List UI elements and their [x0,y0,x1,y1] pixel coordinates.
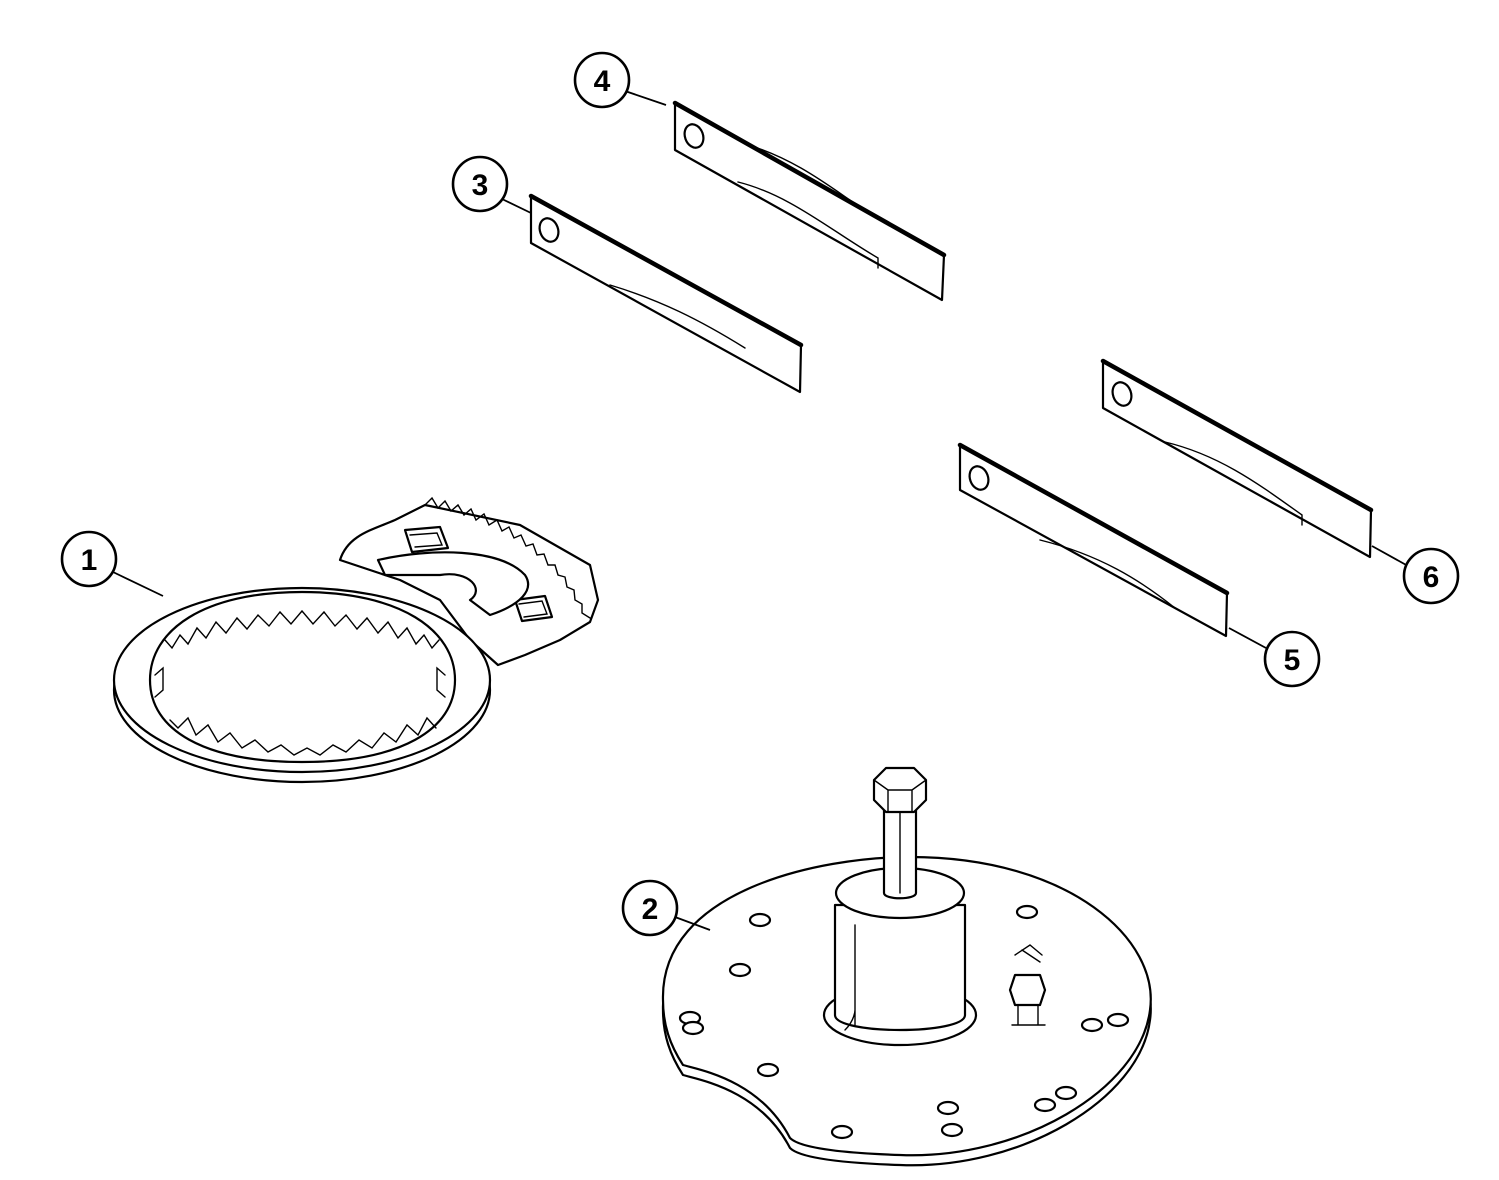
part-3-strap [528,193,804,394]
leader-lines [112,90,1409,931]
part-1-gear-ring [112,496,600,784]
leader-3 [501,198,532,214]
callout-2: 2 [621,879,679,937]
callout-label-5: 5 [1284,644,1301,677]
callout-4: 4 [573,51,631,109]
leader-1 [112,571,164,597]
leader-5 [1228,627,1267,649]
callout-label-3: 3 [472,169,489,202]
callout-6: 6 [1402,547,1460,605]
part-4-strap [672,100,947,302]
callout-label-1: 1 [81,544,98,577]
callout-1: 1 [60,530,118,588]
callout-5: 5 [1263,630,1321,688]
part-6-strap [1100,358,1374,559]
part-2-base-plate [661,766,1152,1167]
callout-label-4: 4 [594,65,611,98]
leader-4 [624,90,667,106]
leader-2 [674,916,711,931]
callout-3: 3 [451,155,509,213]
part-5-strap [957,442,1230,638]
leader-6 [1371,545,1409,567]
callout-label-2: 2 [642,893,659,926]
callout-label-6: 6 [1423,561,1440,594]
